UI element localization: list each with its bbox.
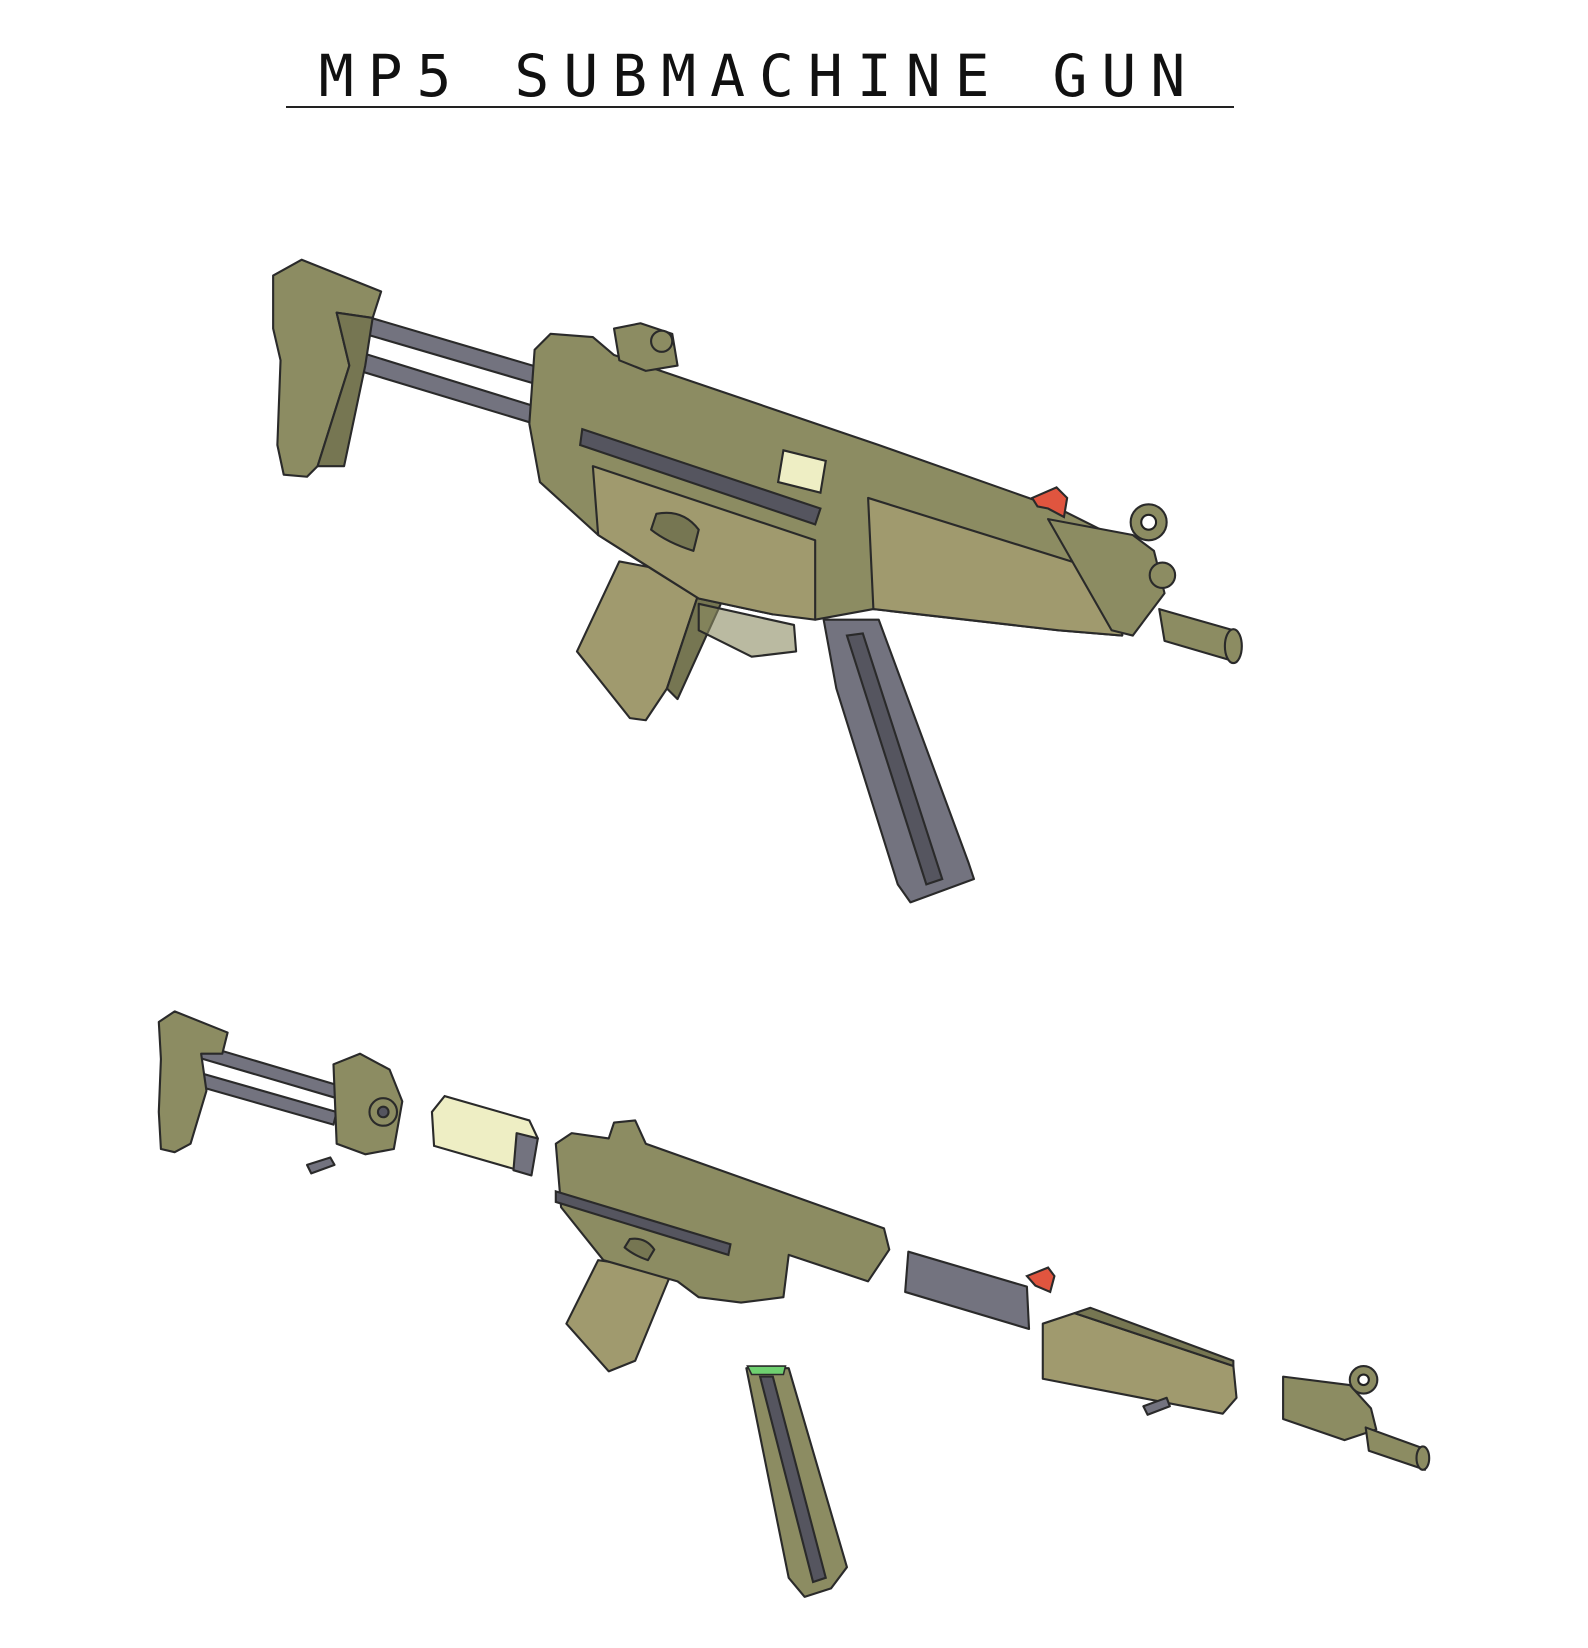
bolt-part (430, 1094, 539, 1177)
stock-part (157, 1010, 404, 1175)
handguard-part (1041, 1306, 1238, 1416)
drawing-title: MP5 SUBMACHINE GUN (318, 42, 1200, 110)
lower-receiver-part (554, 1119, 891, 1373)
title-underline (286, 106, 1234, 108)
stock (272, 258, 552, 478)
magazine (822, 618, 976, 904)
assembled-view (272, 258, 1243, 904)
barrel-assembly (1047, 503, 1243, 665)
cocking-tube-part (904, 1250, 1056, 1331)
exploded-view (157, 1010, 1431, 1598)
receiver (528, 322, 1124, 637)
magazine-part (745, 1365, 848, 1598)
barrel-part (1282, 1364, 1431, 1471)
grip (575, 560, 798, 722)
